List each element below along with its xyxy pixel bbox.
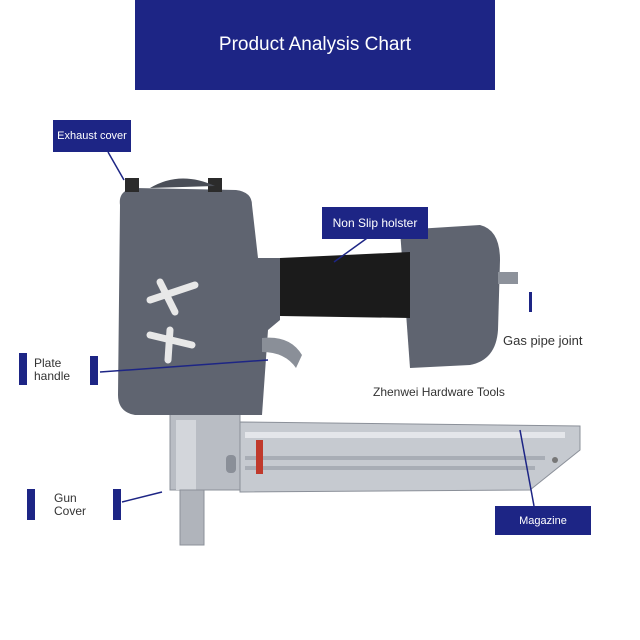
exhaust-cover-label: Exhaust cover [57,130,127,142]
non-slip-holster-label: Non Slip holster [332,216,418,230]
gas-pipe-joint-marker [529,292,532,312]
title-banner: Product Analysis Chart [135,0,495,90]
callout-exhaust-cover: Exhaust cover [53,120,131,152]
gun-cover-marker-left [27,489,35,520]
plate-handle-marker-left [19,353,27,385]
plate-handle-label: Plate handle [34,356,71,383]
gas-pipe-joint-label: Gas pipe joint [503,333,583,348]
callout-non-slip-holster: Non Slip holster [322,207,428,239]
page-title: Product Analysis Chart [218,34,412,55]
plate-handle-marker-right [90,356,98,385]
gun-cover-label: Gun Cover [54,491,87,518]
brand-label: Zhenwei Hardware Tools [373,385,505,399]
gun-cover-marker-right [113,489,121,520]
magazine-label: Magazine [519,514,567,527]
callout-magazine: Magazine [495,506,591,535]
